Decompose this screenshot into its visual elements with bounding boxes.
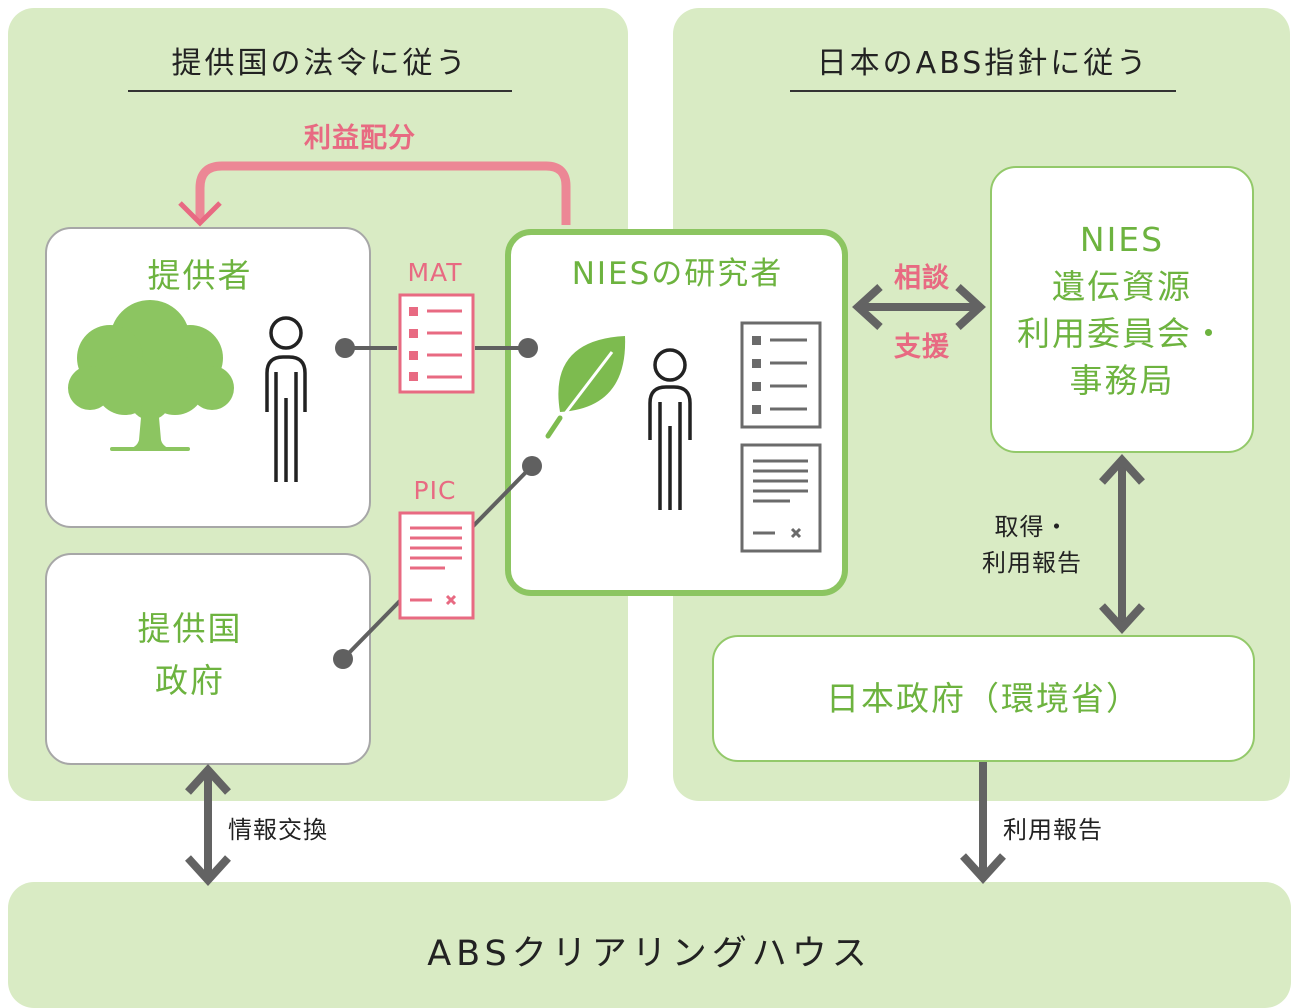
report-double-arrow <box>1099 454 1145 634</box>
contract-icon <box>398 293 475 394</box>
committee-box <box>990 166 1254 453</box>
committee-line-4: 事務局 <box>1069 361 1175 400</box>
checklist-icon <box>740 321 822 429</box>
benefit-arrowhead <box>178 201 222 227</box>
usage-report-arrow <box>960 762 1006 884</box>
consult-support-arrow <box>852 284 986 330</box>
benefit-sharing-arrow <box>195 161 571 225</box>
committee-line-1: NIES <box>1079 220 1165 259</box>
acquisition-report-label-2: 利用報告 <box>982 549 1082 577</box>
gov-label-line1: 提供国 <box>137 609 243 648</box>
benefit-sharing-label: 利益配分 <box>304 123 416 154</box>
info-exchange-label: 情報交換 <box>228 816 328 844</box>
provider-label: 提供者 <box>147 256 253 295</box>
researcher-document-icon <box>740 443 822 553</box>
info-exchange-arrow <box>185 764 231 886</box>
usage-report-label: 利用報告 <box>1003 816 1103 844</box>
clearing-house-label: ABSクリアリングハウス <box>427 934 872 974</box>
committee-line-3: 利用委員会・ <box>1017 314 1227 353</box>
acquisition-report-label-1: 取得・ <box>994 513 1070 541</box>
researcher-person-icon <box>648 348 692 510</box>
left-heading: 提供国の法令に従う <box>128 38 512 92</box>
committee-line-2: 遺伝資源 <box>1052 267 1192 306</box>
japan-government-label: 日本政府（環境省） <box>826 679 1141 718</box>
pic-label: PIC <box>413 476 457 505</box>
japan-government-box <box>712 635 1255 762</box>
leaf-icon <box>545 336 626 439</box>
gov-label-line2: 政府 <box>155 661 225 700</box>
clearing-house-bar <box>8 882 1291 1008</box>
signed-document-icon <box>398 511 475 620</box>
support-label: 支援 <box>894 332 950 363</box>
person-icon <box>265 316 307 482</box>
provider-government-box <box>45 553 371 765</box>
consult-label: 相談 <box>894 263 950 294</box>
mat-label: MAT <box>407 258 463 287</box>
tree-icon <box>68 300 234 451</box>
researcher-label: NIESの研究者 <box>571 256 784 292</box>
right-heading: 日本のABS指針に従う <box>790 38 1176 92</box>
